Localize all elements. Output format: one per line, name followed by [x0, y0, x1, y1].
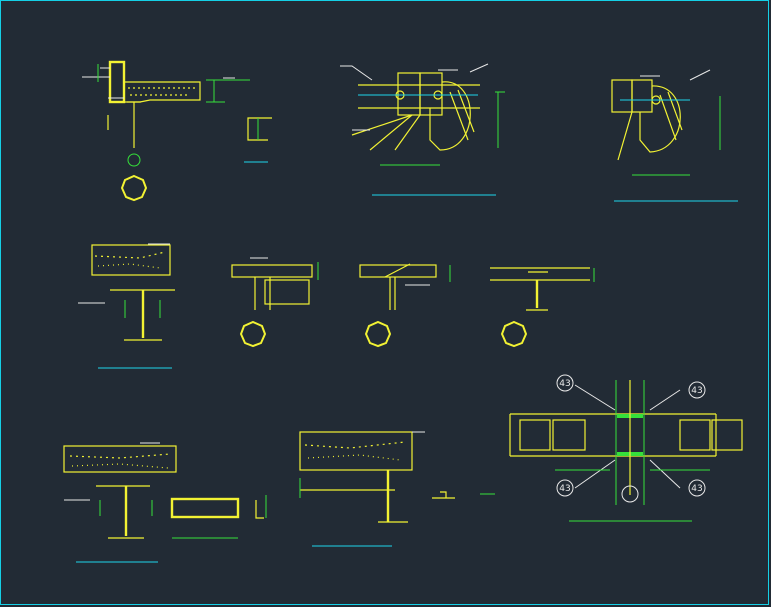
callout-bottom-right-label: 43 [691, 484, 702, 494]
detail-beam-splice: 43 43 43 43 [509, 374, 743, 522]
callout-bottom-left: 43 [556, 479, 574, 497]
callout-top-right: 43 [688, 381, 706, 399]
callout-bottom-right: 43 [688, 479, 706, 497]
section-marker-1 [120, 174, 148, 202]
detail-slab-joint-2 [359, 263, 451, 348]
callout-bottom-left-label: 43 [559, 484, 570, 494]
detail-composite-beam-2 [63, 442, 267, 563]
callout-top-left-label: 43 [559, 379, 570, 389]
detail-beam-flange [490, 267, 595, 348]
section-marker-2 [239, 320, 267, 348]
detail-composite-beam-3 [299, 431, 495, 547]
section-marker-3 [364, 320, 392, 348]
detail-composite-beam-1 [78, 243, 175, 369]
section-marker-4 [500, 320, 528, 348]
detail-edge-beam [82, 60, 272, 202]
detail-bracing-connection-1 [340, 63, 505, 196]
callout-top-left: 43 [556, 374, 574, 392]
callout-top-right-label: 43 [691, 386, 702, 396]
detail-slab-joint-1 [231, 257, 319, 348]
detail-bracing-connection-2 [611, 69, 738, 202]
